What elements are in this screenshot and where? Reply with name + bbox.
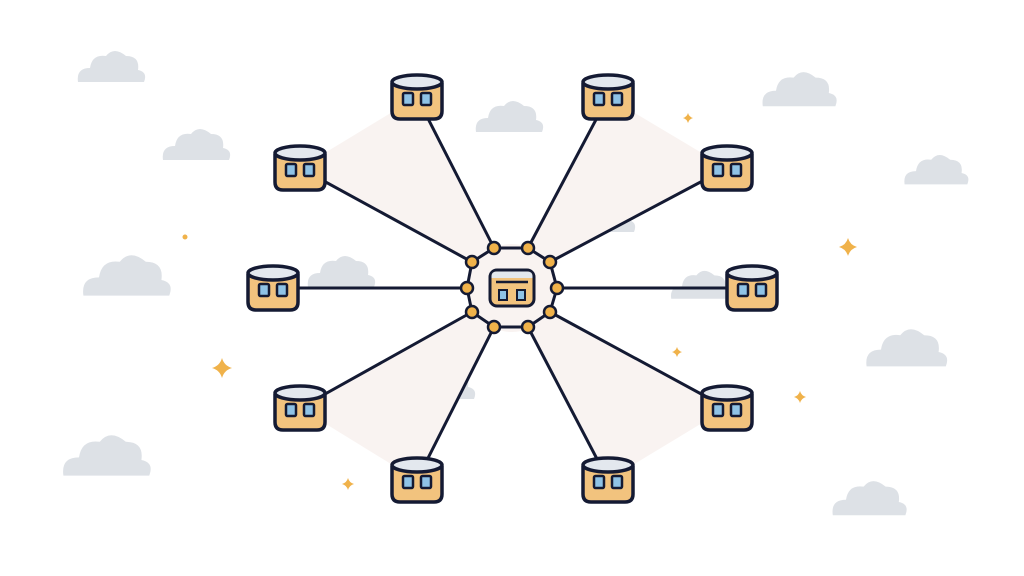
spoke-shading-layer bbox=[300, 97, 727, 480]
window bbox=[610, 91, 624, 107]
hub-node bbox=[459, 280, 475, 296]
spoke bbox=[299, 166, 473, 264]
cabin-roof bbox=[390, 73, 444, 91]
cabins-layer bbox=[246, 73, 779, 504]
spoke bbox=[415, 326, 496, 481]
cabin-roof bbox=[581, 73, 635, 91]
hub-node bbox=[464, 304, 480, 320]
gondola-cabin bbox=[725, 264, 779, 312]
gondola-cabin bbox=[581, 73, 635, 121]
sparkle-star bbox=[672, 347, 682, 357]
cloud bbox=[63, 435, 151, 476]
window bbox=[592, 474, 606, 490]
gondola-cabin bbox=[273, 144, 327, 192]
hub bbox=[459, 240, 565, 335]
window bbox=[592, 91, 606, 107]
cabin-roof bbox=[273, 384, 327, 402]
gondola-cabin bbox=[390, 456, 444, 504]
window bbox=[419, 474, 433, 490]
hub-node bbox=[486, 319, 502, 335]
cabin-roof bbox=[700, 144, 754, 162]
gondola-cabin bbox=[273, 384, 327, 432]
hub-node bbox=[486, 240, 502, 256]
window bbox=[736, 282, 750, 298]
window bbox=[284, 162, 298, 178]
cloud bbox=[162, 129, 231, 160]
cloud bbox=[832, 481, 907, 516]
window bbox=[754, 282, 768, 298]
cabin-roof bbox=[246, 264, 300, 282]
spoke-shading bbox=[528, 97, 727, 262]
sparkle-star bbox=[794, 391, 806, 403]
cabin-roof bbox=[273, 144, 327, 162]
spoke bbox=[549, 310, 728, 410]
cabin-roof bbox=[700, 384, 754, 402]
spoke-shading bbox=[300, 97, 494, 262]
cloud bbox=[904, 154, 969, 185]
sparkle-dot bbox=[182, 234, 188, 240]
window bbox=[284, 402, 298, 418]
hub-node bbox=[464, 254, 480, 270]
sparkle-star bbox=[342, 478, 354, 490]
cloud bbox=[670, 270, 732, 299]
window bbox=[711, 402, 725, 418]
window bbox=[401, 474, 415, 490]
cloud bbox=[307, 256, 376, 287]
gondola-cabin bbox=[246, 264, 300, 312]
window bbox=[302, 162, 316, 178]
cloud bbox=[77, 51, 146, 82]
window bbox=[302, 402, 316, 418]
cloud bbox=[475, 101, 544, 132]
window bbox=[711, 162, 725, 178]
cloud bbox=[866, 329, 948, 367]
central-cabin bbox=[488, 268, 536, 308]
window bbox=[275, 282, 289, 298]
window bbox=[729, 162, 743, 178]
spoke bbox=[526, 326, 610, 481]
gondola-cabin bbox=[700, 384, 754, 432]
cabin-roof bbox=[581, 456, 635, 474]
hub-node bbox=[542, 254, 558, 270]
window bbox=[729, 402, 743, 418]
spoke bbox=[549, 166, 728, 264]
hub-node bbox=[520, 240, 536, 256]
spoke bbox=[299, 310, 473, 410]
window bbox=[401, 91, 415, 107]
window bbox=[610, 474, 624, 490]
cabin-roof bbox=[725, 264, 779, 282]
spokes-layer bbox=[273, 96, 752, 481]
window bbox=[419, 91, 433, 107]
gondola-cabin bbox=[581, 456, 635, 504]
cloud bbox=[762, 72, 837, 107]
sparkle-star bbox=[839, 238, 857, 256]
spoke bbox=[526, 96, 610, 249]
sparkle-star bbox=[683, 113, 693, 123]
sparkle-star bbox=[212, 358, 232, 378]
cabin-roof bbox=[390, 456, 444, 474]
hub-node bbox=[549, 280, 565, 296]
spoke bbox=[415, 96, 496, 249]
hub-node bbox=[520, 319, 536, 335]
cloud bbox=[83, 255, 171, 296]
gondola-cabin bbox=[700, 144, 754, 192]
window bbox=[498, 289, 508, 301]
spoke-shading bbox=[300, 312, 494, 480]
spoke-shading bbox=[528, 312, 727, 480]
window bbox=[516, 289, 526, 301]
window bbox=[257, 282, 271, 298]
gondola-cabin bbox=[390, 73, 444, 121]
hub-node bbox=[542, 304, 558, 320]
